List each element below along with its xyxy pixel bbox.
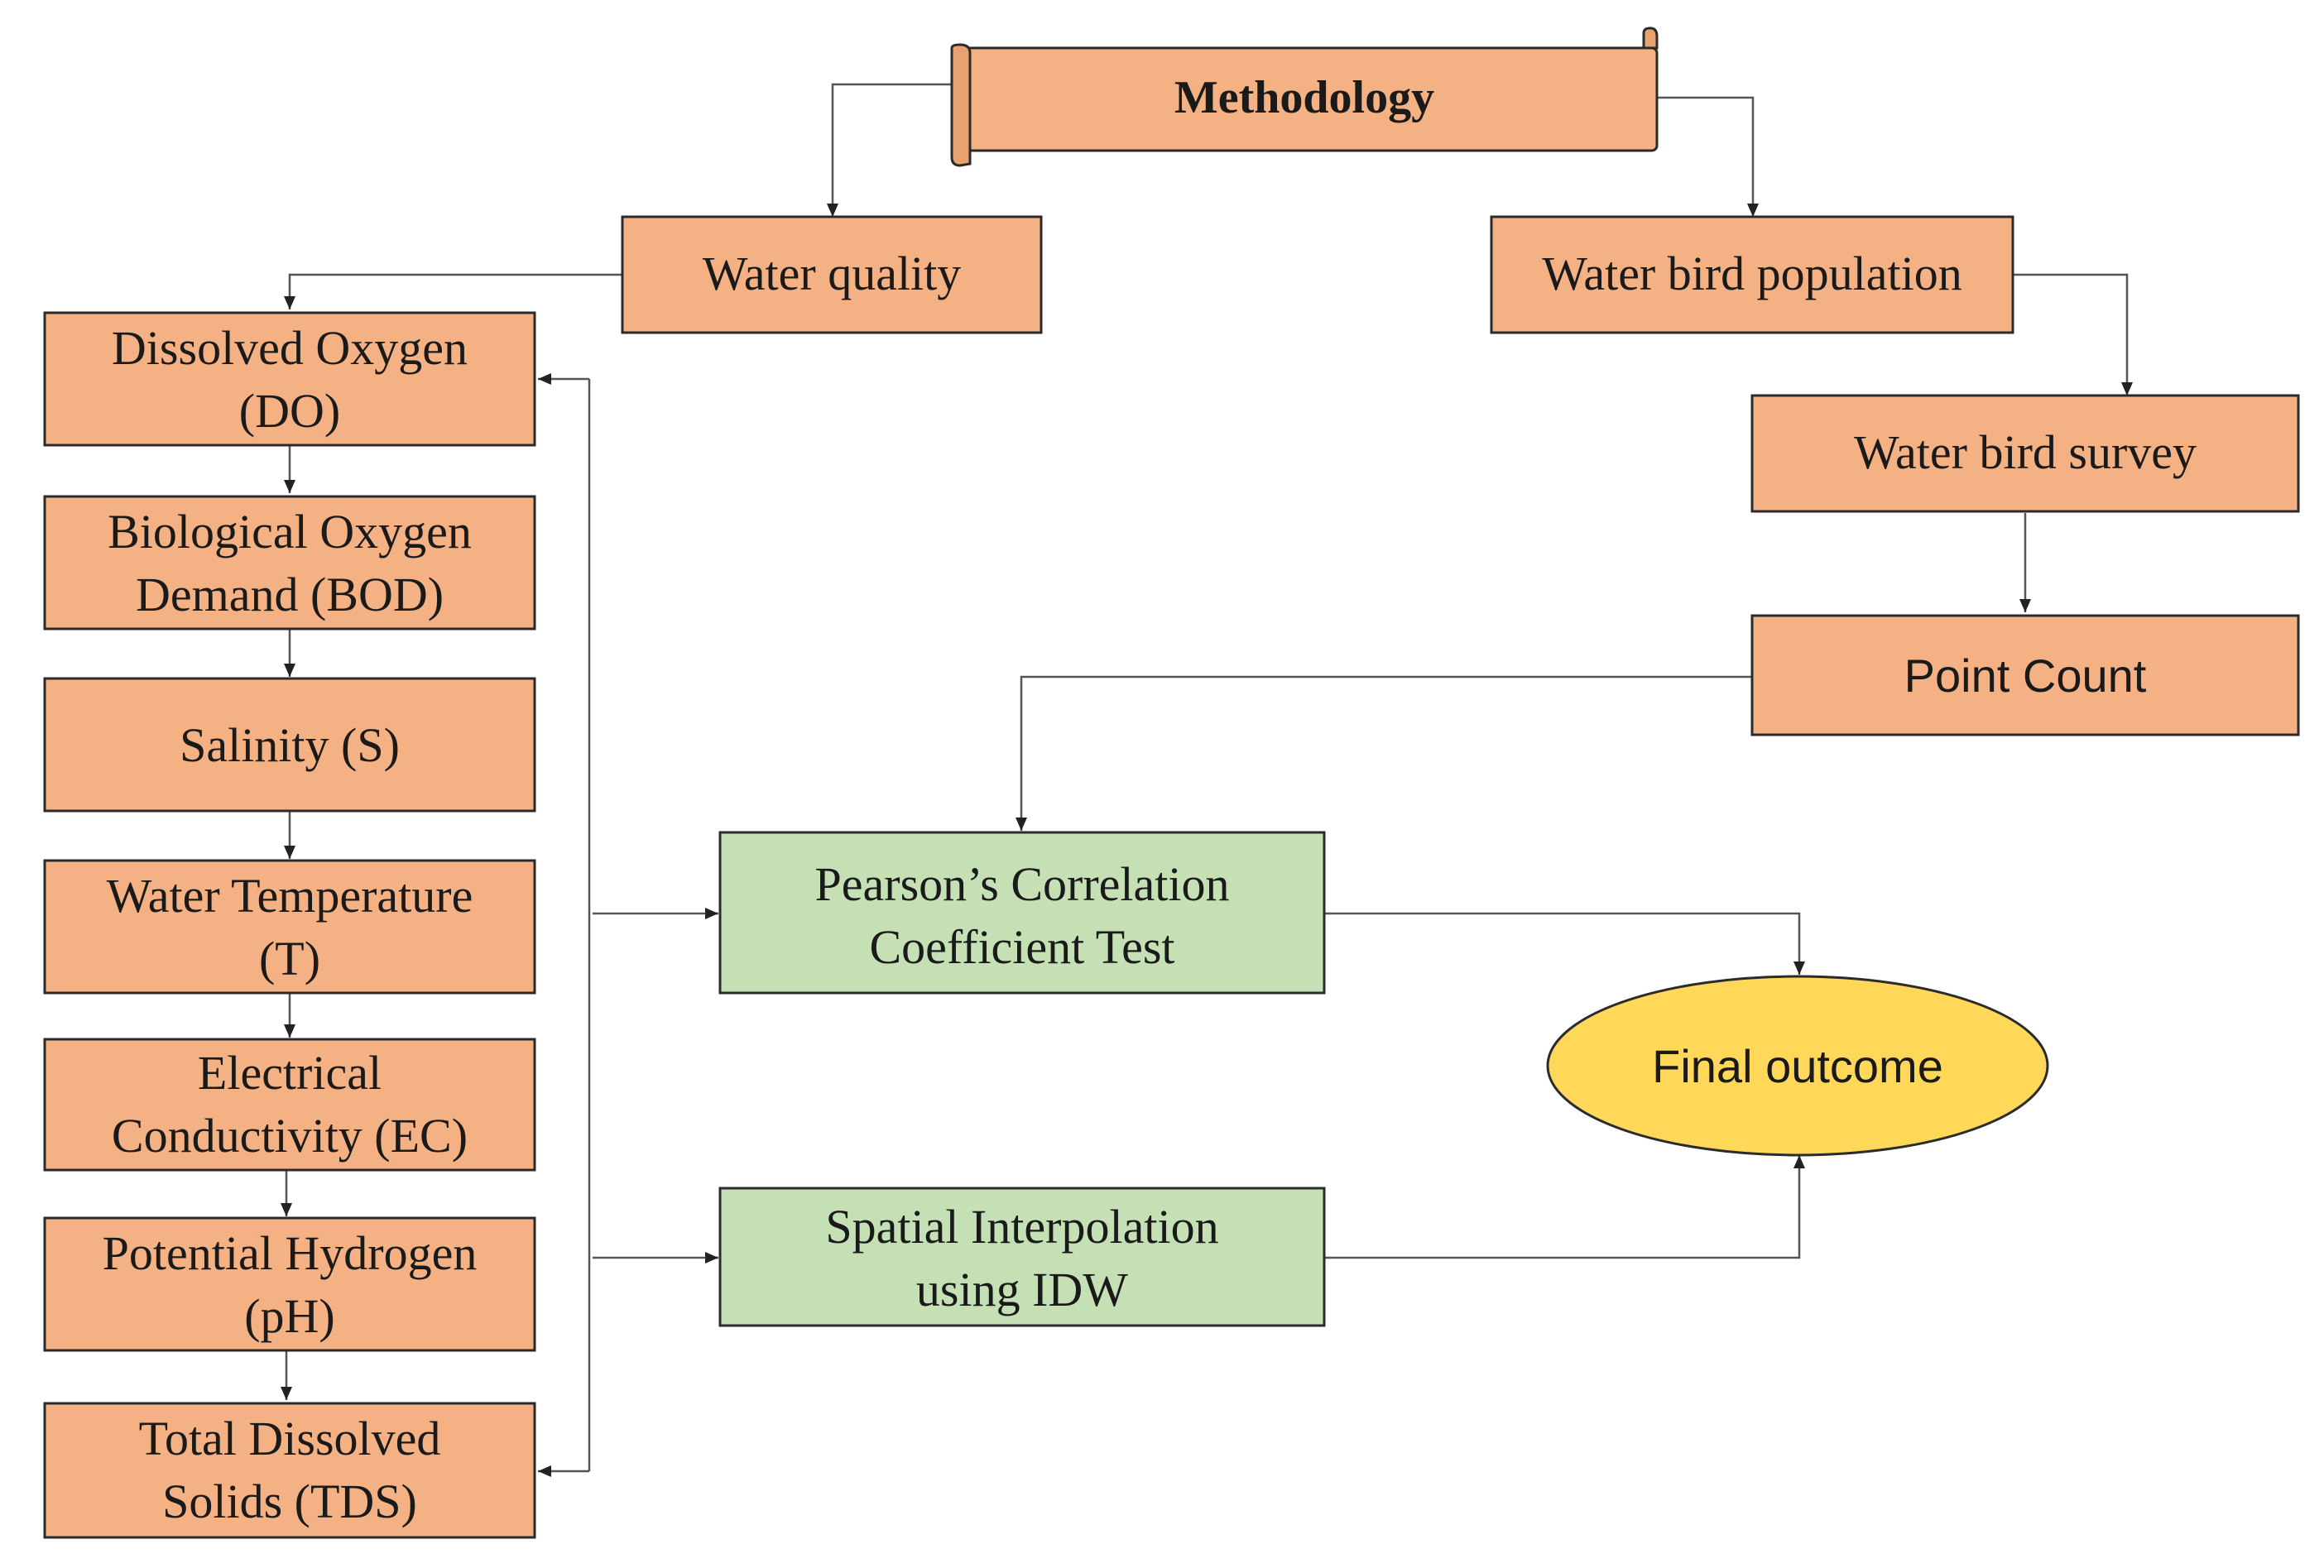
water-bird-survey-box (1750, 394, 2300, 513)
water-quality-label: Water quality (703, 247, 962, 300)
connector-point-count-to-pearson (1016, 675, 1752, 831)
parameter-bod-line2: Demand (BOD) (136, 568, 444, 621)
point-count-label: Point Count (1904, 650, 2147, 702)
point-count-box (1750, 614, 2300, 736)
parameter-ec: Electrical Conductivity (EC) (43, 1038, 536, 1172)
connector-water-quality-to-do (284, 273, 622, 309)
parameter-box (43, 859, 536, 995)
parameter-box (43, 1402, 536, 1539)
pearson-node: Pearson’s Correlation Coefficient Test (718, 831, 1326, 995)
parameter-box (43, 677, 536, 813)
pearson-line1: Pearson’s Correlation (815, 857, 1230, 911)
parameter-do-line2: (DO) (239, 384, 340, 438)
final-outcome-label: Final outcome (1652, 1040, 1943, 1092)
parameter-do: Dissolved Oxygen (DO) (43, 311, 536, 447)
water-bird-survey-node: Water bird survey (1750, 394, 2300, 513)
parameter-box (43, 1038, 536, 1172)
parameter-ec-line1: Electrical (198, 1046, 382, 1100)
spatial-node: Spatial Interpolation using IDW (718, 1187, 1326, 1327)
parameter-ec-line2: Conductivity (EC) (112, 1109, 468, 1163)
parameter-tds-line2: Solids (TDS) (162, 1474, 417, 1528)
parameter-box (43, 1216, 536, 1352)
connectors (281, 83, 2133, 1477)
parameter-ph: Potential Hydrogen (pH) (43, 1216, 536, 1352)
parameter-salinity: Salinity (S) (43, 677, 536, 813)
parameter-tds-line1: Total Dissolved (139, 1412, 441, 1465)
connector-spatial-to-outcome (1325, 1155, 1805, 1259)
connector-methodology-to-water-quality (827, 83, 952, 217)
final-outcome-node: Final outcome (1546, 975, 2049, 1157)
water-bird-population-node: Water bird population (1490, 215, 2014, 334)
parameter-ph-line1: Potential Hydrogen (103, 1226, 478, 1280)
water-quality-node: Water quality (621, 215, 1043, 334)
parameter-box (43, 495, 536, 631)
scroll-left-curl (950, 43, 972, 167)
parameter-temperature-line2: (T) (259, 932, 320, 985)
water-bird-survey-label: Water bird survey (1854, 425, 2197, 479)
final-outcome-ellipse (1546, 975, 2049, 1157)
pearson-line2: Coefficient Test (869, 920, 1174, 974)
parameter-salinity-line1: Salinity (S) (180, 718, 400, 772)
water-bird-population-label: Water bird population (1542, 247, 1962, 300)
parameter-temperature: Water Temperature (T) (43, 859, 536, 995)
connector-methodology-to-water-bird-population (1655, 96, 1759, 217)
water-bird-population-box (1490, 215, 2014, 334)
parameter-box (43, 311, 536, 447)
spatial-line2: using IDW (916, 1263, 1128, 1316)
connector-population-to-survey (2013, 273, 2133, 396)
parameter-tds: Total Dissolved Solids (TDS) (43, 1402, 536, 1539)
parameter-do-line1: Dissolved Oxygen (112, 321, 468, 375)
methodology-title: Methodology (1174, 72, 1434, 123)
pearson-box (718, 831, 1326, 995)
parameter-bod: Biological Oxygen Demand (BOD) (43, 495, 536, 631)
spatial-box (718, 1187, 1326, 1327)
parameter-ph-line2: (pH) (244, 1289, 335, 1343)
connector-pearson-to-outcome (1325, 912, 1805, 975)
parameter-temperature-line1: Water Temperature (107, 869, 473, 923)
scroll-right-curl (1642, 26, 1659, 50)
methodology-scroll: Methodology (950, 26, 1659, 167)
parameter-bod-line1: Biological Oxygen (108, 505, 472, 559)
water-quality-box (621, 215, 1043, 334)
point-count-node: Point Count (1750, 614, 2300, 736)
spatial-line1: Spatial Interpolation (825, 1200, 1218, 1254)
